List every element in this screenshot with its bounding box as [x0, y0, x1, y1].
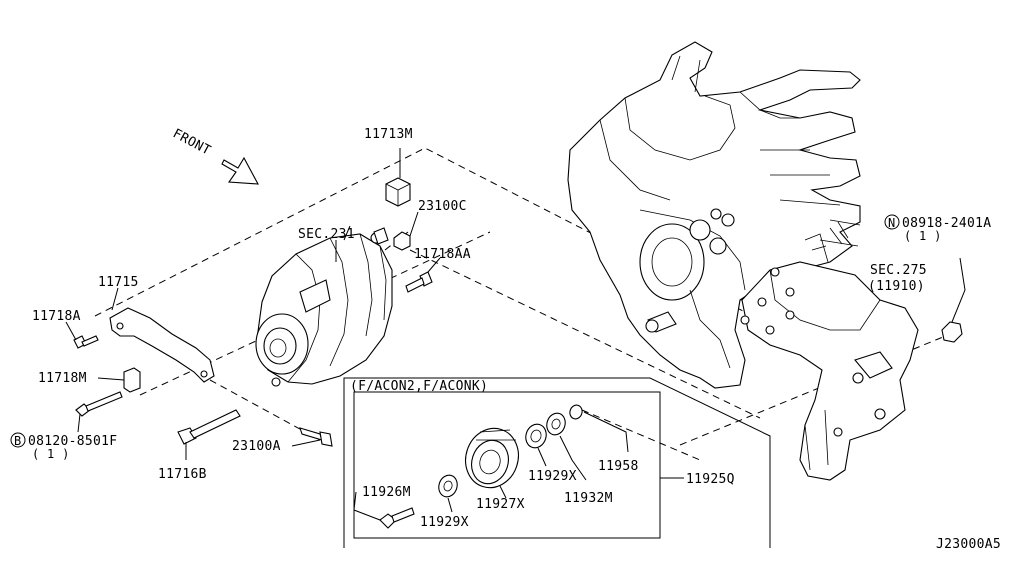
n-circle-icon — [884, 214, 900, 230]
spacer-11718M — [97, 367, 141, 393]
callout-11713M: 11713M — [364, 127, 413, 142]
callout-qty-b: ( 1 ) — [32, 447, 70, 461]
front-direction-indicator: FRONT — [170, 126, 259, 185]
engine-block — [567, 41, 861, 389]
callout-11932M: 11932M — [564, 491, 613, 506]
callout-11929X-upper: 11929X — [528, 469, 577, 484]
callout-08120-8501F: 08120-8501F — [28, 434, 117, 449]
callout-sec231: SEC.231 — [298, 227, 355, 242]
callout-08120-8501F-group: B 08120-8501F ( 1 ) — [10, 432, 117, 461]
alternator-bracket — [740, 221, 919, 481]
callout-n-symbol: N — [888, 216, 896, 230]
callout-11716B: 11716B — [158, 467, 207, 482]
nut-08918-2401A — [941, 257, 966, 343]
alternator-assembly — [255, 225, 393, 387]
callout-11926M: 11926M — [362, 485, 411, 500]
callout-11929X-lower: 11929X — [420, 515, 469, 530]
bolt-08120-8501F — [75, 391, 123, 433]
bolt-11718A — [65, 321, 99, 349]
inset-title: (F/ACON2,F/ACONK) — [350, 379, 488, 394]
drawing-number: J23000A5 — [936, 537, 1001, 552]
front-arrow-icon — [221, 156, 259, 185]
bolt-11718AA — [405, 257, 441, 293]
callout-11910: (11910) — [868, 279, 925, 294]
callout-11718M: 11718M — [38, 371, 87, 386]
b-circle-icon — [10, 432, 26, 448]
callout-11715: 11715 — [98, 275, 139, 290]
bolt-23100A — [291, 427, 333, 447]
callout-08918-2401A-group: N 08918-2401A ( 1 ) — [884, 214, 991, 243]
adjusting-bar-11715 — [109, 287, 215, 383]
callout-qty-n: ( 1 ) — [904, 229, 942, 243]
callout-11927X: 11927X — [476, 497, 525, 512]
cap-11713M — [385, 148, 411, 207]
callout-sec275: SEC.275 — [870, 263, 927, 278]
front-label: FRONT — [170, 126, 213, 158]
callout-11958: 11958 — [598, 459, 639, 474]
callout-11718AA: 11718AA — [414, 247, 471, 262]
nut-23100C — [393, 211, 419, 251]
callout-23100C: 23100C — [418, 199, 467, 214]
callout-b-symbol: B — [14, 434, 22, 448]
callout-11925Q: 11925Q — [686, 472, 735, 487]
bolt-11716B — [177, 409, 241, 460]
inset-pulley-kit: (F/ACON2,F/ACONK) — [343, 377, 771, 548]
callout-11718A: 11718A — [32, 309, 81, 324]
callout-23100A: 23100A — [232, 439, 281, 454]
callout-08918-2401A: 08918-2401A — [902, 216, 991, 231]
